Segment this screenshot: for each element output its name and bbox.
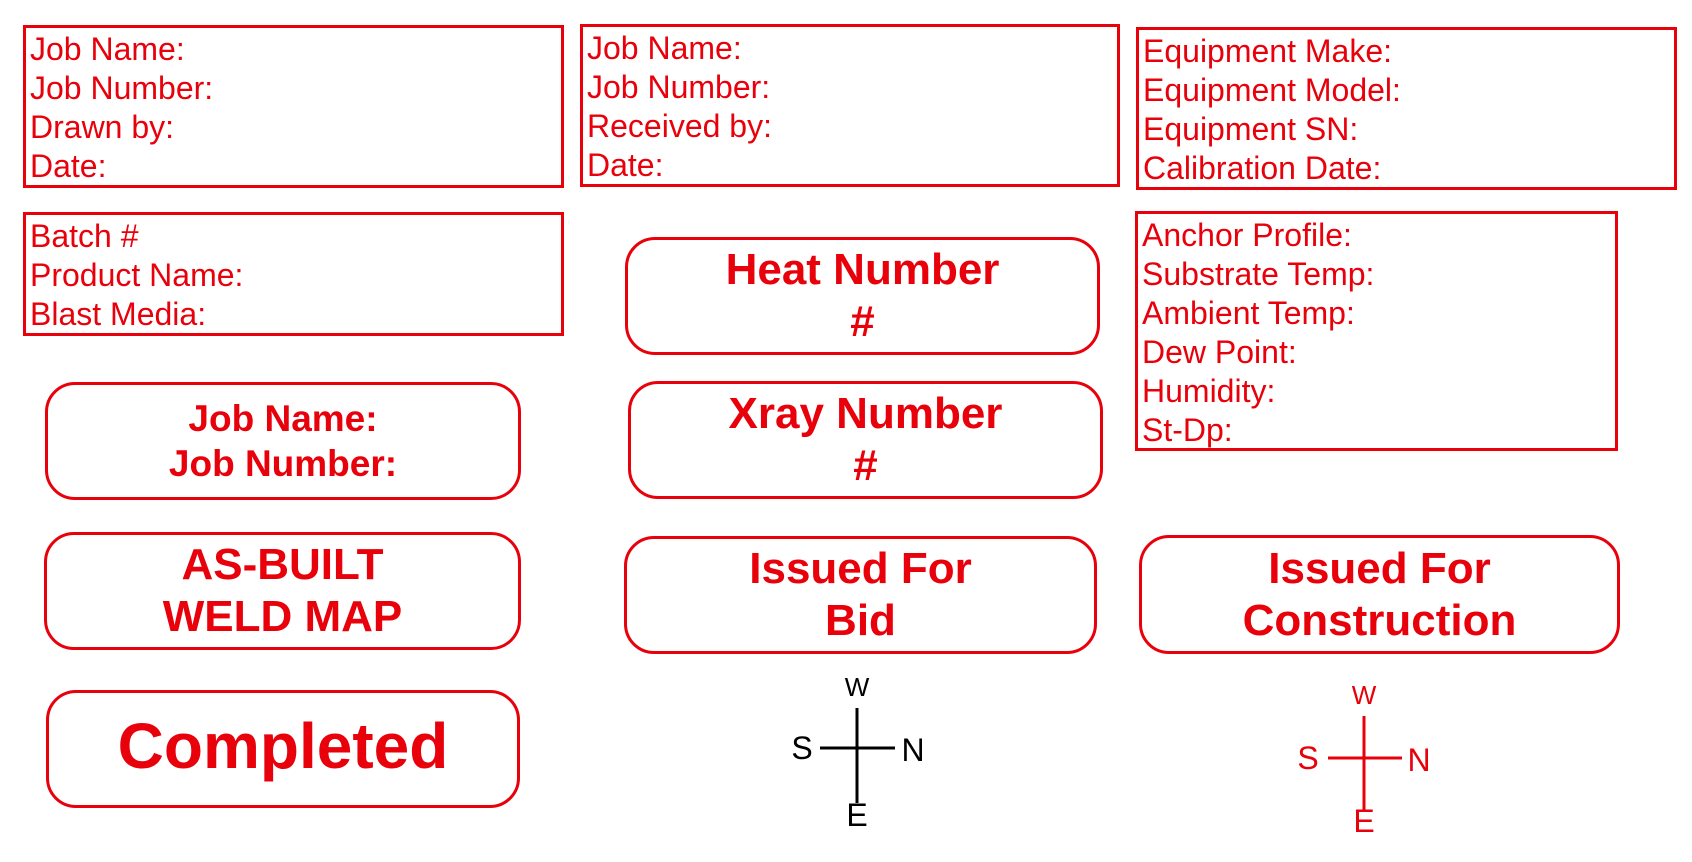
xray-number-stamp: Xray Number # (628, 381, 1103, 499)
equipment-model-field: Equipment Model: (1143, 72, 1401, 108)
stamp-line: WELD MAP (162, 592, 403, 641)
compass-north-label: N (901, 732, 924, 768)
job-name-field: Job Name: (587, 30, 742, 66)
job-number-field: Job Number: (30, 70, 214, 106)
stamp-line: # (853, 441, 878, 490)
equipment-make-field: Equipment Make: (1143, 33, 1393, 69)
stamp-line: Job Name: (188, 398, 378, 439)
batch-number-field: Batch # (30, 218, 139, 254)
equipment-label: Equipment Make: Equipment Model: Equipme… (1136, 27, 1677, 190)
compass-north-label: N (1407, 742, 1430, 778)
drawn-by-field: Drawn by: (30, 109, 175, 145)
stamp-line: Xray Number (728, 389, 1003, 438)
st-dp-field: St-Dp: (1142, 412, 1233, 448)
calibration-date-field: Calibration Date: (1143, 150, 1382, 186)
equipment-sn-field: Equipment SN: (1143, 111, 1359, 147)
blast-media-field: Blast Media: (30, 296, 207, 332)
stamp-line: Completed (117, 710, 449, 782)
compass-east-label: E (1353, 803, 1374, 836)
received-by-label: Job Name: Job Number: Received by: Date: (580, 24, 1120, 187)
stamp-line: Job Number: (168, 443, 398, 484)
compass-rose-black: W S N E (791, 672, 924, 828)
job-info-stamp: Job Name: Job Number: (45, 382, 521, 500)
job-name-field: Job Name: (30, 31, 185, 67)
as-built-weld-map-stamp: AS-BUILT WELD MAP (44, 532, 521, 650)
stamp-line: Issued For (1268, 543, 1491, 593)
environment-label: Anchor Profile: Substrate Temp: Ambient … (1135, 211, 1618, 451)
issued-for-bid-stamp: Issued For Bid (624, 536, 1097, 654)
substrate-temp-field: Substrate Temp: (1142, 256, 1375, 292)
product-name-field: Product Name: (30, 257, 244, 293)
stamp-line: # (850, 297, 875, 346)
stamp-line: Bid (825, 596, 896, 645)
stamp-line: Heat Number (725, 245, 1000, 294)
issued-for-construction-stamp: Issued For Construction (1139, 535, 1620, 654)
received-by-field: Received by: (587, 108, 772, 144)
completed-stamp: Completed (46, 690, 520, 808)
job-number-field: Job Number: (587, 69, 771, 105)
compass-south-label: S (791, 730, 812, 766)
date-field: Date: (30, 148, 107, 184)
compass-west-label: W (845, 672, 870, 702)
compass-rose-red: W S N E (1297, 680, 1430, 836)
heat-number-stamp: Heat Number # (625, 237, 1100, 355)
dew-point-field: Dew Point: (1142, 334, 1297, 370)
date-field: Date: (587, 147, 664, 183)
stamp-line: AS-BUILT (181, 540, 384, 589)
ambient-temp-field: Ambient Temp: (1142, 295, 1355, 331)
humidity-field: Humidity: (1142, 373, 1276, 409)
drawn-by-label: Job Name: Job Number: Drawn by: Date: (23, 25, 564, 188)
batch-label: Batch # Product Name: Blast Media: (23, 212, 564, 336)
stamp-line: Issued For (749, 544, 972, 593)
anchor-profile-field: Anchor Profile: (1142, 217, 1352, 253)
stamp-line: Construction (1242, 595, 1517, 645)
compass-west-label: W (1352, 680, 1377, 710)
compass-east-label: E (846, 797, 867, 828)
compass-south-label: S (1297, 740, 1318, 776)
